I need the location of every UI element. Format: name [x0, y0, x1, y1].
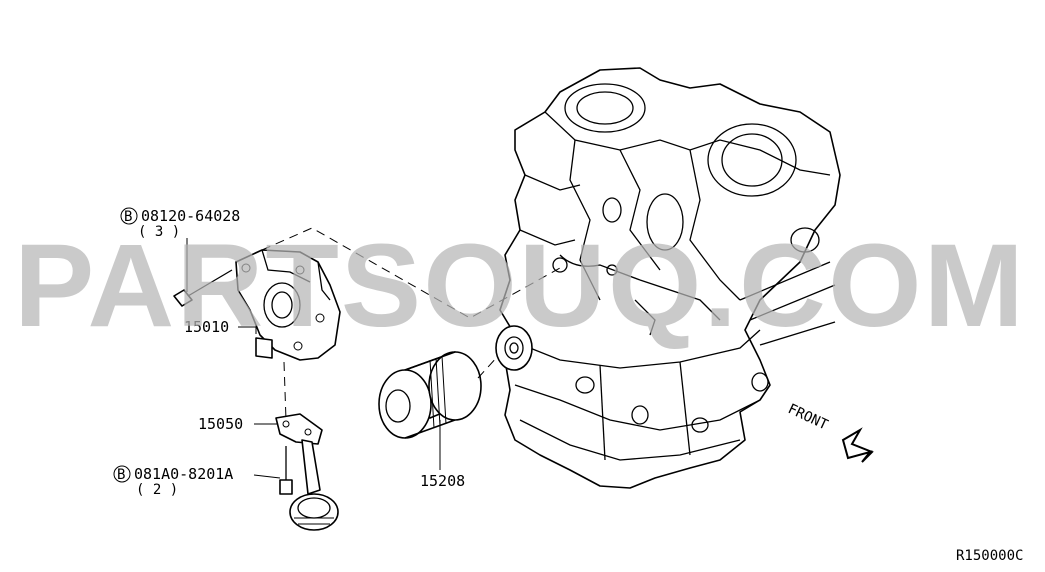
oil-filter [378, 351, 482, 439]
part-label-oil-strainer: 15050 [198, 415, 243, 433]
bolt-prefix-2: B [117, 467, 125, 483]
front-arrow-icon [841, 427, 874, 463]
diagram-reference: R150000C [956, 548, 1023, 564]
front-label: FRONT [785, 401, 830, 434]
oil-pump [235, 249, 341, 361]
leader-lines [186, 238, 441, 479]
bolt-pump-label: B 08120-64028 ( 3 ) [120, 207, 240, 240]
bolt-strainer-label: B 081A0-8201A ( 2 ) [113, 465, 233, 498]
watermark-text: PARTSOUQ.COM [14, 220, 1026, 352]
bolt-pump-code: 08120-64028 [141, 207, 240, 225]
part-label-oil-pump: 15010 [184, 318, 229, 336]
engine-block [495, 67, 841, 489]
oil-strainer [275, 413, 339, 531]
assembly-dashed-lines [261, 227, 561, 421]
bolt-prefix-1: B [124, 209, 132, 225]
bolt-strainer-qty: ( 2 ) [136, 482, 178, 498]
bolt-strainer-code: 081A0-8201A [134, 465, 233, 483]
strainer-bolt [279, 446, 293, 495]
bolt-pump-qty: ( 3 ) [138, 224, 180, 240]
part-label-oil-filter: 15208 [420, 472, 465, 490]
pump-bolt [173, 269, 233, 307]
